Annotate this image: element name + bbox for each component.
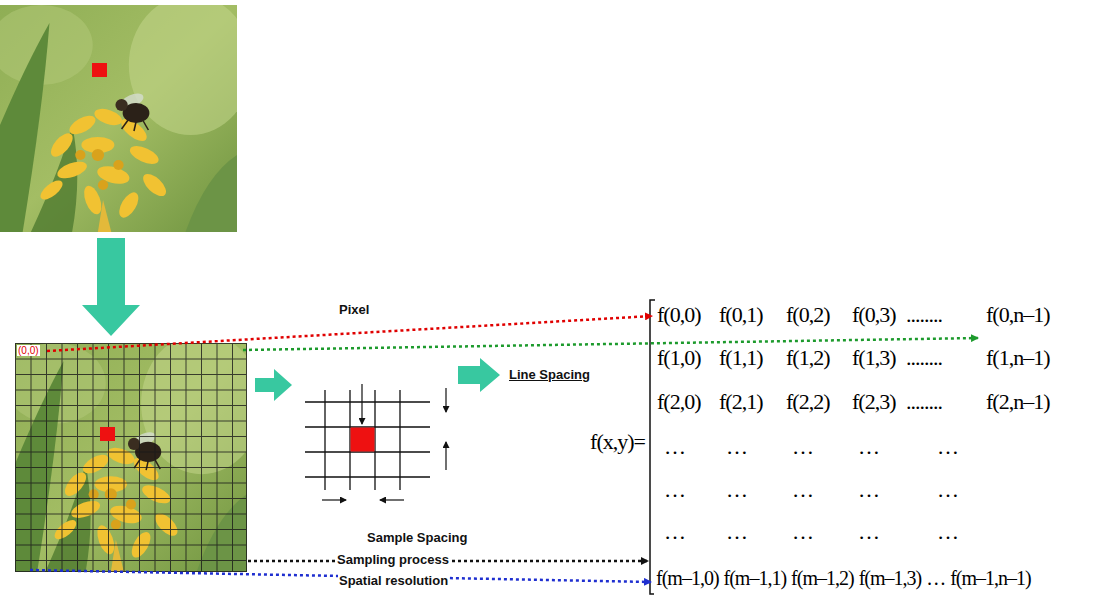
pixel-highlight [92, 63, 107, 77]
ellipsis: … [725, 520, 748, 544]
matrix-cell: f(1,3) [851, 346, 896, 370]
matrix-cell: f(m–1,n–1) [949, 567, 1032, 589]
matrix-cell: ........ [905, 390, 943, 414]
matrix-cell: f(1,2) [785, 346, 830, 370]
matrix-cell: f(m–1,1) [723, 567, 788, 589]
sample-spacing-label: Sample Spacing [366, 531, 468, 545]
ellipsis: … [725, 478, 748, 502]
ellipsis: … [936, 478, 959, 502]
matrix-cell: f(2,3) [851, 390, 896, 414]
flow-arrow [255, 369, 292, 401]
pixel-highlight [100, 427, 115, 441]
flower-photo [0, 0, 252, 232]
ellipsis: … [857, 435, 880, 459]
matrix-cell: f(0,0) [656, 303, 701, 327]
ellipsis: … [791, 478, 814, 502]
matrix-cell: f(1,1) [718, 346, 763, 370]
matrix-cell: ........ [905, 303, 943, 327]
matrix-cell: f(1,0) [656, 346, 701, 370]
sampled-photo [5, 333, 262, 572]
ellipsis: … [791, 520, 814, 544]
ellipsis: … [663, 435, 686, 459]
spacing-arrows [322, 384, 446, 500]
matrix-cell: f(m–1,2) [790, 567, 855, 589]
ellipsis: … [936, 520, 959, 544]
matrix-cell: f(m–1,0) [655, 567, 720, 589]
matrix-cell: f(2,n–1) [985, 390, 1050, 414]
matrix-cell: f(0,n–1) [985, 303, 1050, 327]
matrix-cell: f(1,n–1) [985, 346, 1050, 370]
matrix-cell: f(2,1) [718, 390, 763, 414]
flow-arrow [458, 358, 500, 392]
matrix-cell: f(0,3) [851, 303, 896, 327]
matrix-cell: f(0,2) [785, 303, 830, 327]
matrix-cell: … [925, 567, 946, 589]
matrix-cell: f(2,0) [656, 390, 701, 414]
ellipsis: … [663, 478, 686, 502]
sampling-label: Sampling process [336, 553, 450, 567]
sampling-grid [15, 343, 247, 572]
pixel-cell [351, 428, 375, 452]
line-spacing-label: Line Spacing [508, 368, 591, 382]
origin-label: (0,0) [17, 345, 40, 356]
ellipsis: … [857, 478, 880, 502]
ellipsis: … [936, 435, 959, 459]
matrix-cell: f(m–1,3) [858, 567, 923, 589]
pixel-grid-schematic [305, 390, 430, 490]
matrix-cell: ........ [905, 346, 943, 370]
ellipsis: … [857, 520, 880, 544]
matrix-cell: f(0,1) [718, 303, 763, 327]
ellipsis: … [791, 435, 814, 459]
function-label: f(x,y)= [589, 430, 646, 454]
flow-arrow [82, 238, 140, 336]
pixel-label: Pixel [338, 303, 370, 317]
resolution-label: Spatial resolution [338, 574, 449, 588]
ellipsis: … [725, 435, 748, 459]
matrix-cell: f(2,2) [785, 390, 830, 414]
ellipsis: … [663, 520, 686, 544]
